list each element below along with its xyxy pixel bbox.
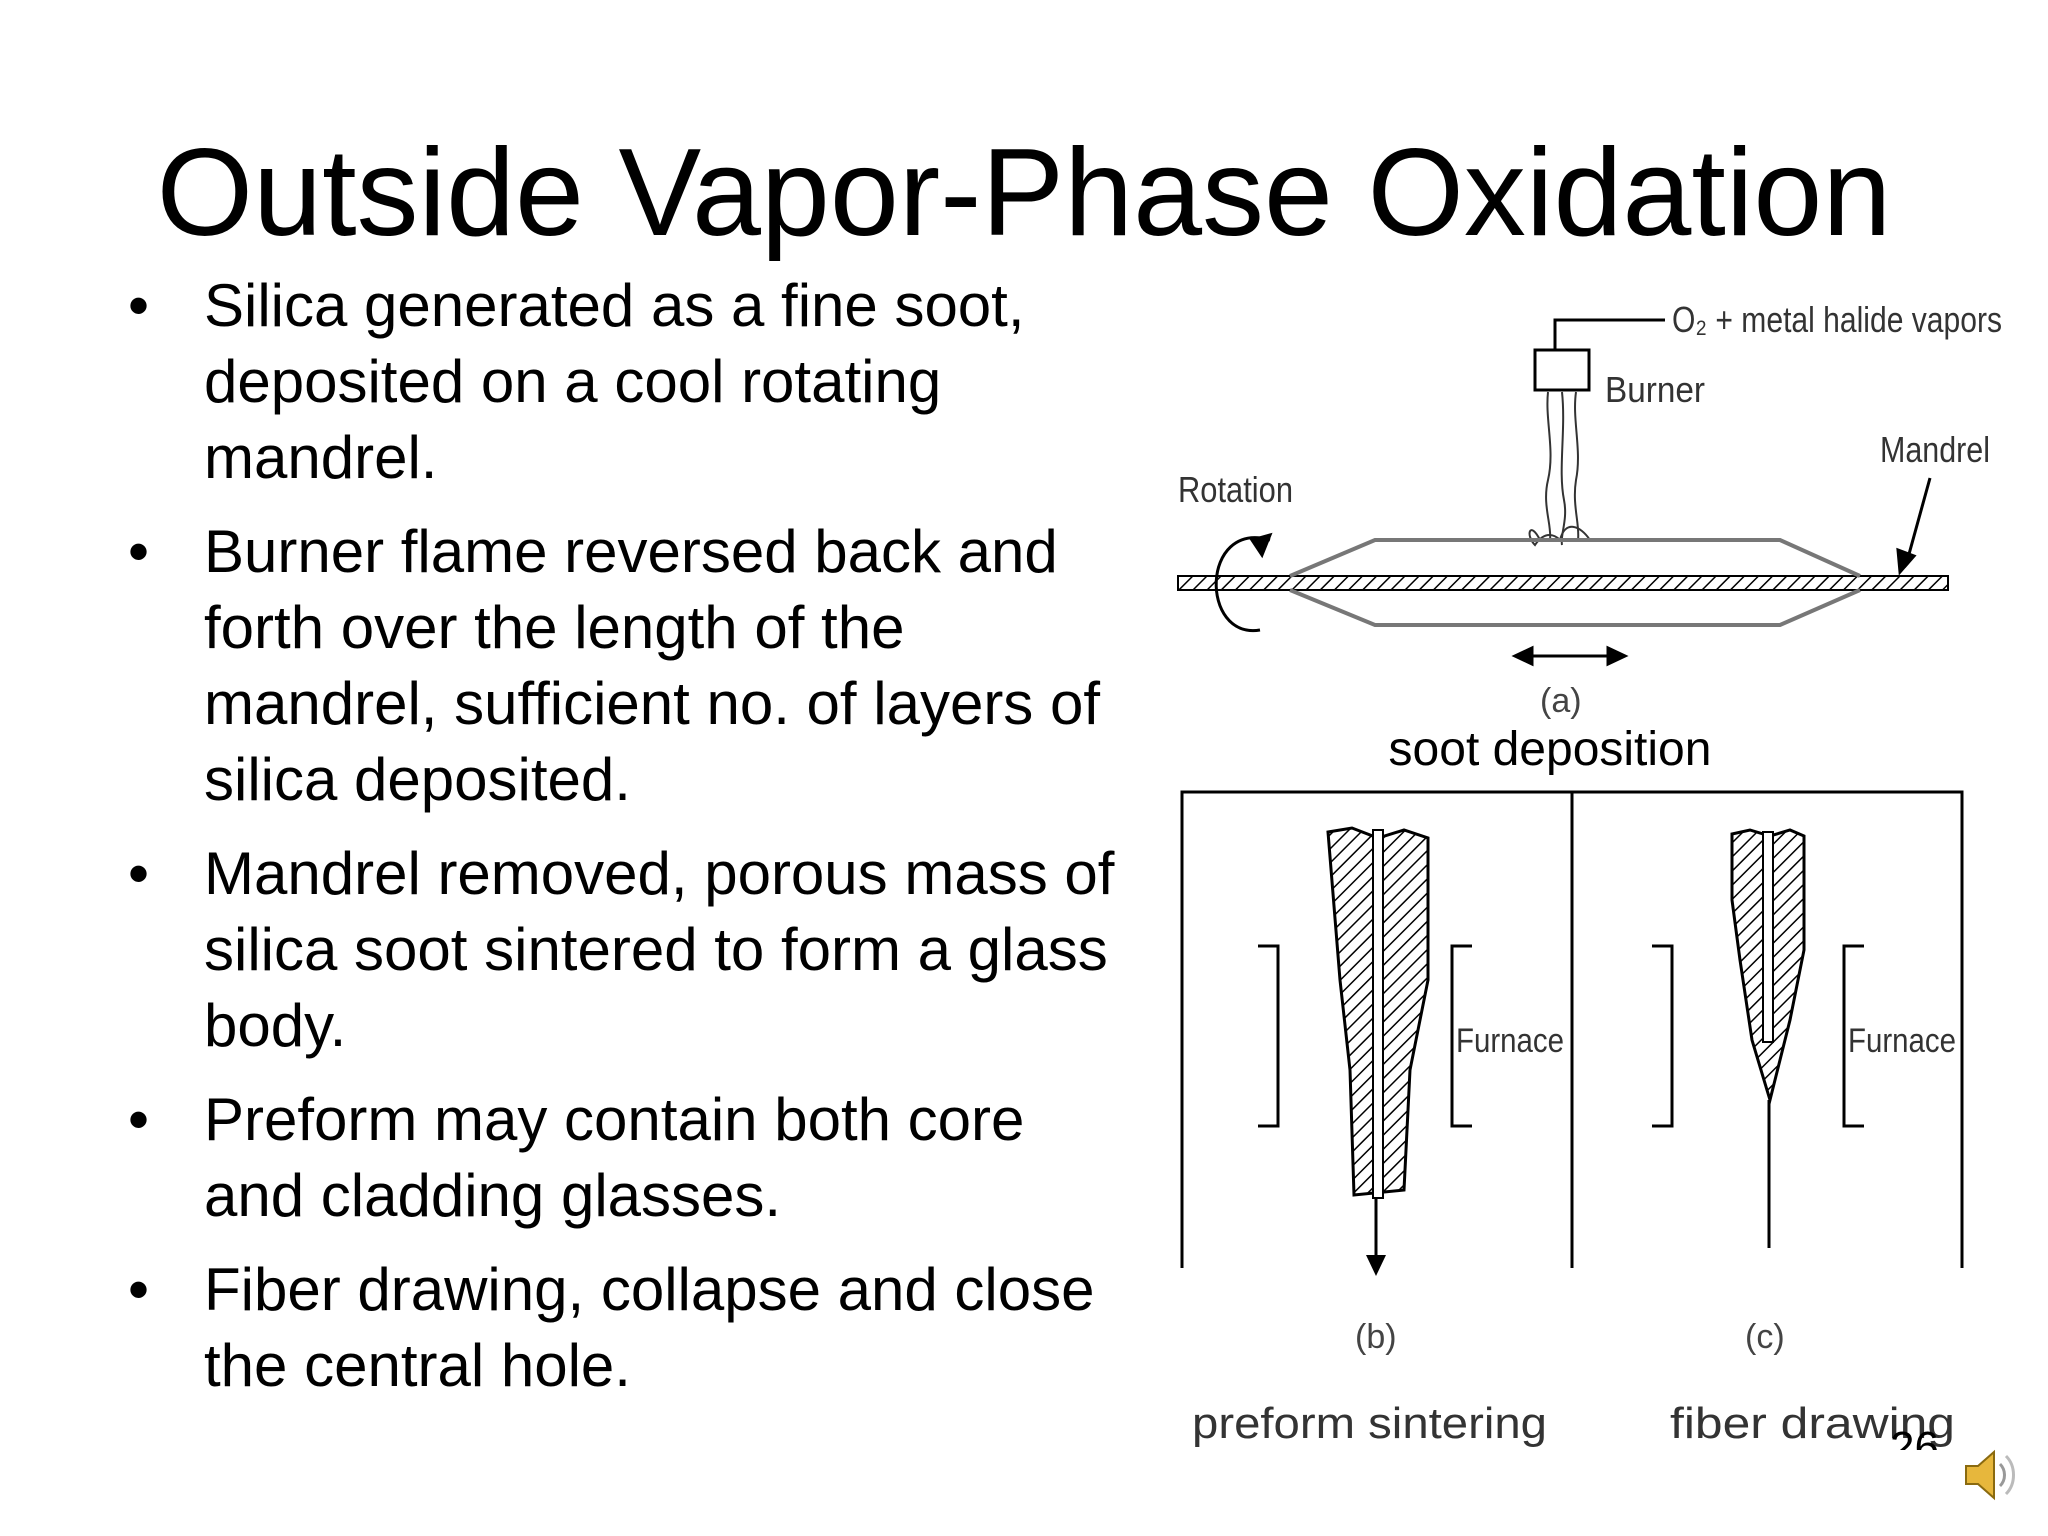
vapor-supply-line [1553, 318, 1665, 350]
bullet-item: • Preform may contain both core and clad… [120, 1082, 1120, 1234]
slide-title: Outside Vapor-Phase Oxidation [156, 124, 1892, 262]
traverse-arrow [1511, 645, 1629, 667]
caption-preform-sintering: preform sintering [1192, 1399, 1547, 1448]
drawing-preform [1730, 828, 1806, 1248]
label-b: (b) [1355, 1318, 1397, 1356]
caption-soot-deposition: soot deposition [1388, 723, 1712, 776]
label-c: (c) [1745, 1318, 1785, 1356]
bullet-text: Burner flame reversed back and forth ove… [204, 518, 1101, 813]
page-number: 26 [1890, 1426, 1950, 1450]
burner-label: Burner [1605, 369, 1705, 410]
soot-preform [1289, 538, 1861, 627]
bullet-text: Mandrel removed, porous mass of silica s… [204, 840, 1115, 1059]
bullet-item: • Mandrel removed, porous mass of silica… [120, 836, 1120, 1064]
mandrel-rod [1177, 575, 1949, 591]
bullet-list: • Silica generated as a fine soot, depos… [120, 268, 1120, 1422]
furnace-c [1652, 944, 1864, 1128]
sintering-preform [1326, 826, 1430, 1276]
mandrel-label: Mandrel [1880, 429, 1990, 470]
bullet-item: • Burner flame reversed back and forth o… [120, 514, 1120, 818]
burner-flame [1528, 391, 1591, 547]
speaker-icon[interactable] [1960, 1440, 2020, 1510]
bullet-text: Silica generated as a fine soot, deposit… [204, 272, 1025, 491]
bullet-marker: • [128, 1086, 150, 1153]
rotation-label: Rotation [1178, 469, 1293, 510]
caption-fiber-drawing: fiber drawing [1670, 1399, 1955, 1448]
vapors-label: O₂ + metal halide vapors [1672, 299, 2002, 340]
bullet-text: Preform may contain both core and claddi… [204, 1086, 1025, 1229]
burner [1533, 348, 1591, 392]
bullet-item: • Fiber drawing, collapse and close the … [120, 1252, 1120, 1404]
furnace-c-label: Furnace [1848, 1022, 1956, 1060]
furnace-b [1258, 944, 1472, 1128]
bullet-marker: • [128, 272, 150, 339]
bullet-marker: • [128, 1256, 150, 1323]
bullet-text: Fiber drawing, collapse and close the ce… [204, 1256, 1095, 1399]
bullet-item: • Silica generated as a fine soot, depos… [120, 268, 1120, 496]
mandrel-pointer [1896, 477, 1932, 576]
bullet-marker: • [128, 518, 150, 585]
furnace-b-label: Furnace [1456, 1022, 1564, 1060]
panel-frame [1180, 790, 1964, 1268]
rotation-arrow [1214, 532, 1273, 632]
label-a: (a) [1540, 682, 1582, 720]
bullet-marker: • [128, 840, 150, 907]
